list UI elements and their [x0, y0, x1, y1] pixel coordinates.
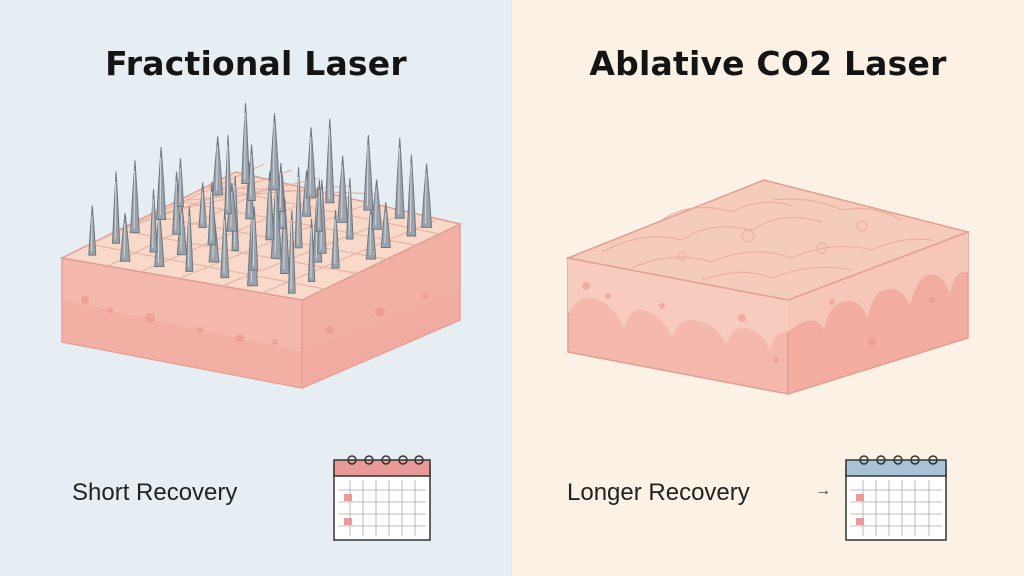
- calendar-icon: [845, 455, 947, 541]
- fractional-laser-title: Fractional Laser: [105, 44, 407, 83]
- laser-needle: [198, 182, 207, 229]
- laser-needle: [212, 136, 224, 196]
- laser-needle: [207, 181, 217, 246]
- laser-needle: [380, 202, 391, 249]
- laser-needle: [363, 134, 374, 211]
- laser-needle: [119, 213, 131, 262]
- laser-needle: [241, 102, 250, 184]
- laser-needle: [305, 127, 317, 199]
- laser-needle: [226, 182, 238, 232]
- laser-needle: [406, 154, 417, 237]
- ablative-co2-panel: Ablative CO2 Laser: [512, 0, 1024, 576]
- ablative-skin-illustration: [565, 179, 971, 396]
- laser-needle: [294, 166, 303, 249]
- short-recovery-label: Short Recovery: [72, 479, 238, 506]
- fractional-laser-panel: Fractional Laser: [0, 0, 512, 576]
- laser-needle: [156, 147, 167, 221]
- laser-needle: [269, 113, 280, 191]
- laser-needle: [130, 160, 140, 234]
- arrow-icon: →: [815, 482, 831, 499]
- laser-needle: [331, 210, 340, 269]
- laser-needle: [371, 179, 382, 230]
- laser-needles: [88, 102, 433, 294]
- laser-needle: [265, 171, 275, 241]
- laser-needle: [279, 198, 290, 275]
- laser-needle: [337, 155, 348, 223]
- laser-needle: [394, 137, 405, 219]
- laser-needle: [421, 163, 433, 228]
- laser-needle: [325, 118, 335, 204]
- laser-needle: [111, 171, 121, 244]
- longer-recovery-label: Longer Recovery: [567, 479, 750, 506]
- ablative-co2-title: Ablative CO2 Laser: [589, 44, 947, 83]
- laser-needle: [172, 171, 182, 235]
- calendar-icon: [333, 455, 431, 541]
- laser-needle: [185, 206, 194, 272]
